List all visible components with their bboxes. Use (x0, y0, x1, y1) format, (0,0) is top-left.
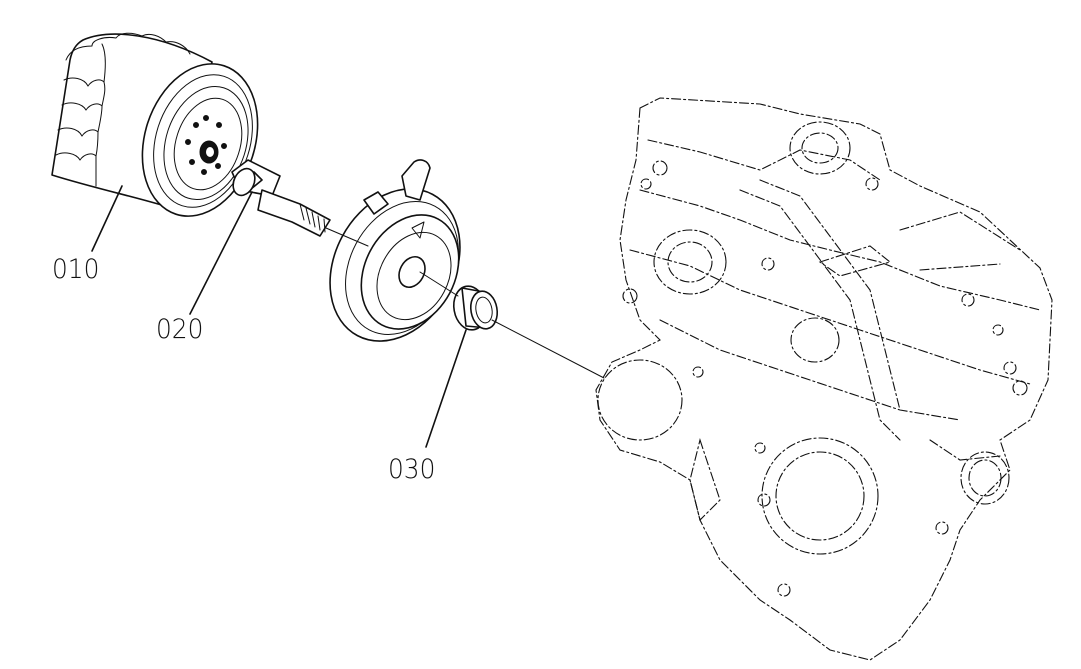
oil-filter-part (51, 32, 259, 252)
sealing-ring-part (425, 285, 499, 448)
assembly-axis-line (325, 227, 605, 379)
threaded-fitting-part (189, 159, 331, 315)
part-label-020: 020 (156, 314, 204, 345)
oil-cooler-housing (329, 159, 461, 342)
part-label-030: 030 (388, 454, 436, 485)
part-label-010: 010 (52, 254, 100, 285)
engine-block-outline (595, 97, 1053, 661)
